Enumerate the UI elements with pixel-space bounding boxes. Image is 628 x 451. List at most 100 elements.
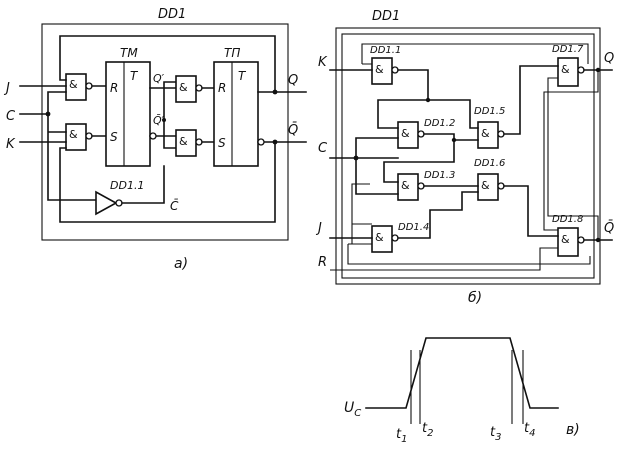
master-flipflop xyxy=(105,61,151,167)
clockbar-label: C̄ xyxy=(170,199,179,213)
clock-wire xyxy=(329,137,399,195)
wire xyxy=(383,139,455,183)
wire xyxy=(397,191,479,239)
inversion-bubble xyxy=(115,199,123,207)
inversion-bubble xyxy=(391,66,399,74)
wire xyxy=(503,65,559,135)
gate-label-dd1-2: DD1.2 xyxy=(424,118,455,129)
input-k-label: K xyxy=(318,55,328,70)
master-r: R xyxy=(110,81,118,95)
slave-flipflop xyxy=(213,61,259,167)
gate-symbol: & xyxy=(69,78,78,91)
time-label-t2: t2 xyxy=(422,421,433,439)
gate-symbol: & xyxy=(401,179,410,192)
wire xyxy=(377,99,429,129)
chip-outline-a xyxy=(41,23,289,241)
feedback-wire xyxy=(59,35,276,223)
wire xyxy=(423,133,479,141)
caption-a: а) xyxy=(174,256,188,272)
wire xyxy=(149,87,177,137)
inversion-bubble xyxy=(195,138,203,146)
junction xyxy=(45,111,51,117)
gate-symbol: & xyxy=(561,233,570,246)
clock-wire xyxy=(19,91,97,201)
output-q-label: Q xyxy=(604,51,614,66)
master-qbar-label: Q̄′ xyxy=(153,114,165,127)
gate-symbol: & xyxy=(375,231,384,244)
master-s: S xyxy=(110,130,118,144)
chip-outline-b xyxy=(335,27,601,285)
clock-pulse-waveform xyxy=(365,337,559,409)
gate-label-dd1-8: DD1.8 xyxy=(552,214,583,225)
input-j-label: J xyxy=(315,221,322,236)
inversion-bubble xyxy=(149,132,157,140)
inversion-bubble xyxy=(417,130,425,138)
diagram-a: DD1 J C K & & ТМ R S T Q′ Q̄′ & xyxy=(3,7,307,272)
slave-r: R xyxy=(218,81,226,95)
output-feedback xyxy=(543,70,599,240)
gate-label-dd1-7: DD1.7 xyxy=(552,44,584,55)
output-wire xyxy=(257,91,307,143)
master-t: T xyxy=(130,69,139,83)
chip-label-b: DD1 xyxy=(372,9,400,24)
time-label-t3: t3 xyxy=(490,425,501,443)
chip-inner-outline-b xyxy=(341,33,595,279)
input-c-label: C xyxy=(6,109,16,124)
junction xyxy=(162,118,166,122)
gate-symbol: & xyxy=(481,127,490,140)
junction xyxy=(272,89,278,95)
output-q-label: Q xyxy=(288,73,298,88)
signal-label: UC xyxy=(344,400,361,419)
slave-title: ТП xyxy=(224,46,240,60)
caption-b: б) xyxy=(468,290,482,306)
inverter-symbol xyxy=(95,190,118,216)
output-qbar-label: Q̄ xyxy=(288,123,298,138)
gate-symbol: & xyxy=(375,63,384,76)
wire xyxy=(201,87,215,143)
output-qbar-label: Q̄ xyxy=(604,221,614,236)
time-label-t4: t4 xyxy=(524,421,535,439)
gate-label-dd1-5: DD1.5 xyxy=(474,106,505,117)
wire xyxy=(91,85,107,137)
inversion-bubble xyxy=(497,130,505,138)
output-wire xyxy=(583,69,613,241)
gate-symbol: & xyxy=(561,63,570,76)
diagram-b: DD1 K C J R & DD1.1 & DD1.2 & DD1.3 & DD… xyxy=(315,9,614,306)
master-title: ТМ xyxy=(120,46,138,60)
wire xyxy=(503,185,559,237)
inversion-bubble xyxy=(85,132,93,140)
wire xyxy=(397,69,479,129)
inversion-bubble xyxy=(577,66,585,74)
inversion-bubble xyxy=(577,236,585,244)
gate-symbol: & xyxy=(69,128,78,141)
junction xyxy=(272,139,278,145)
input-j-label: J xyxy=(3,81,10,96)
inversion-bubble xyxy=(497,182,505,190)
gate-label-dd1-3: DD1.3 xyxy=(424,170,455,181)
diagram-c: UC t1 t2 t3 t4 в) xyxy=(344,337,580,445)
chip-label-a: DD1 xyxy=(158,7,186,22)
inversion-bubble xyxy=(85,82,93,90)
slave-s: S xyxy=(218,136,226,150)
slave-t: T xyxy=(238,69,247,83)
inversion-bubble xyxy=(417,182,425,190)
gate-symbol: & xyxy=(179,81,188,94)
clockbar-wire xyxy=(163,81,177,149)
gate-label-dd1-4: DD1.4 xyxy=(398,222,429,233)
caption-c: в) xyxy=(566,422,580,438)
wire xyxy=(351,183,372,244)
feedback-loop xyxy=(361,43,589,65)
input-c-label: C xyxy=(318,141,328,156)
input-k-label: K xyxy=(6,137,16,152)
r-wire xyxy=(330,247,558,271)
master-q-label: Q′ xyxy=(153,72,165,85)
inversion-bubble xyxy=(391,234,399,242)
junction xyxy=(353,155,359,161)
time-label-t1: t1 xyxy=(396,427,407,445)
clockbar-wire xyxy=(121,165,165,204)
input-r-label: R xyxy=(318,255,327,270)
inversion-bubble xyxy=(195,84,203,92)
gate-label-dd1-1: DD1.1 xyxy=(370,45,401,56)
